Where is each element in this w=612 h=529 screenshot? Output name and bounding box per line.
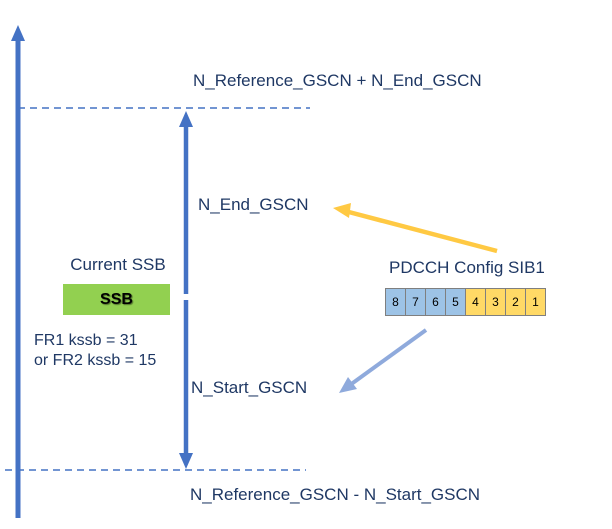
ssb-block: SSB bbox=[63, 284, 170, 315]
main-gscn-axis bbox=[11, 25, 25, 518]
pdcch-bit-cell: 5 bbox=[445, 288, 466, 316]
kssb-note-line1: FR1 kssb = 31 bbox=[34, 332, 138, 349]
n-end-gscn-label: N_End_GSCN bbox=[198, 195, 309, 214]
pdcch-to-start-gscn-arrow bbox=[339, 328, 428, 393]
pdcch-bit-cell: 8 bbox=[385, 288, 406, 316]
pdcch-config-sib1-caption: PDCCH Config SIB1 bbox=[389, 258, 545, 277]
n-start-gscn-label: N_Start_GSCN bbox=[191, 378, 308, 397]
pdcch-bit-cell: 1 bbox=[525, 288, 546, 316]
ssb-block-label: SSB bbox=[100, 290, 133, 308]
pdcch-to-end-gscn-arrow bbox=[333, 203, 498, 254]
pdcch-bit-cell: 3 bbox=[485, 288, 506, 316]
pdcch-bit-cell: 2 bbox=[505, 288, 526, 316]
gscn-range-double-arrow bbox=[179, 111, 193, 469]
pdcch-bit-cell: 7 bbox=[405, 288, 426, 316]
current-ssb-caption: Current SSB bbox=[70, 255, 166, 274]
kssb-note: FR1 kssb = 31 or FR2 kssb = 15 bbox=[34, 331, 156, 371]
lower-boundary-label: N_Reference_GSCN - N_Start_GSCN bbox=[190, 485, 481, 504]
pdcch-bit-cell: 4 bbox=[465, 288, 486, 316]
kssb-note-line2: or FR2 kssb = 15 bbox=[34, 352, 157, 369]
pdcch-bit-cell: 6 bbox=[425, 288, 446, 316]
upper-boundary-label: N_Reference_GSCN + N_End_GSCN bbox=[193, 71, 482, 90]
